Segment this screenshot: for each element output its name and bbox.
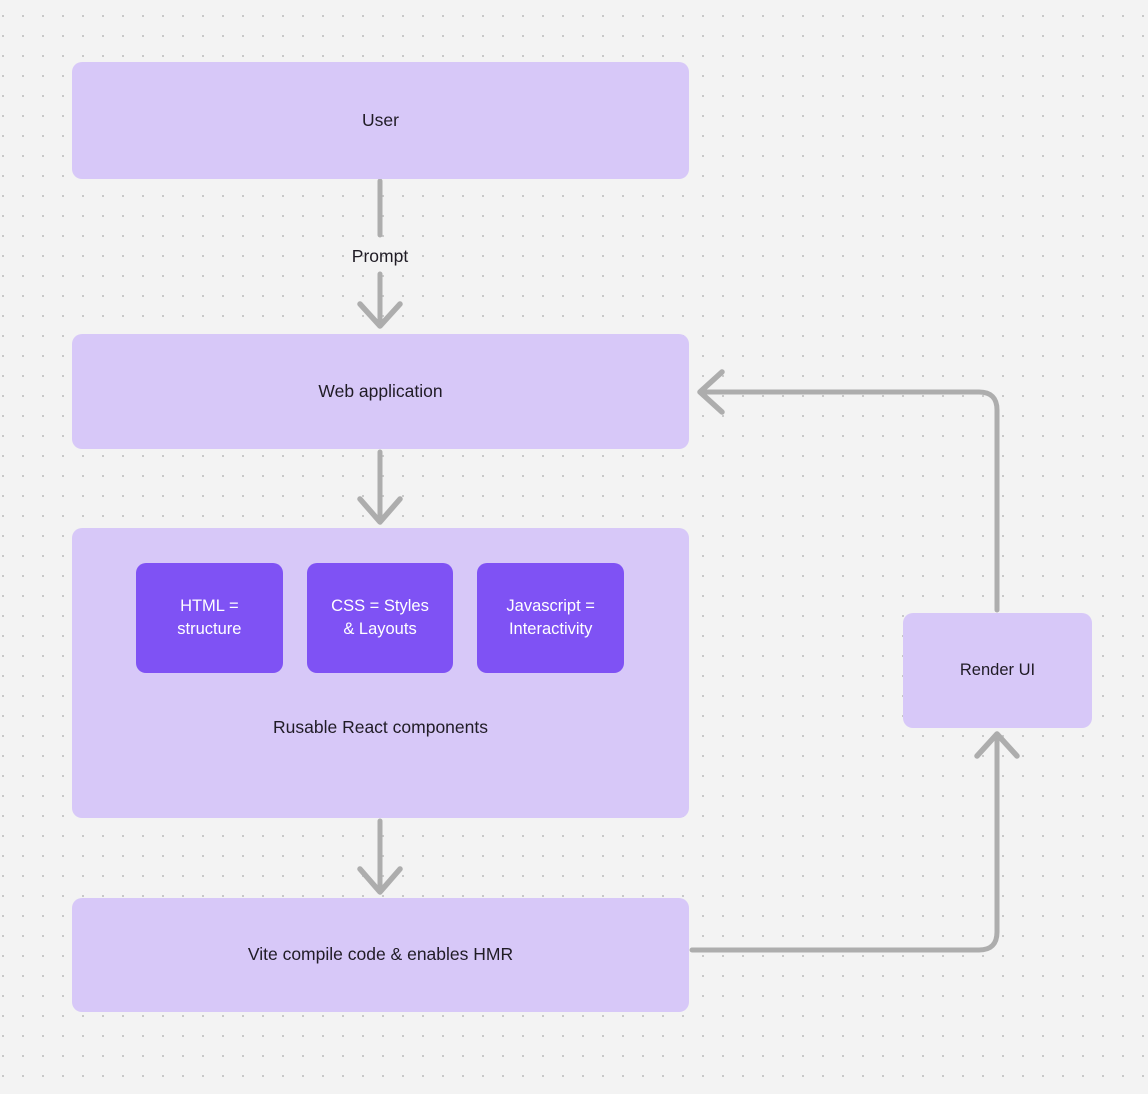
- node-user[interactable]: User: [72, 62, 689, 179]
- edge-label-prompt: Prompt: [351, 246, 409, 266]
- chip-css-label: CSS = Styles & Layouts: [331, 596, 429, 638]
- node-stack-group-caption: Rusable React components: [273, 717, 488, 737]
- node-render-ui[interactable]: Render UI: [903, 613, 1092, 728]
- node-user-label: User: [362, 109, 399, 130]
- edge-render-ui-to-webapp: [697, 369, 1000, 613]
- node-web-application-label: Web application: [318, 380, 443, 401]
- chip-javascript-label: Javascript = Interactivity: [506, 596, 595, 638]
- node-render-ui-label: Render UI: [959, 661, 1036, 680]
- chip-html-label: HTML = structure: [177, 596, 242, 638]
- chip-html[interactable]: HTML = structure: [136, 563, 283, 673]
- edge-group-to-vite: [357, 818, 403, 895]
- chip-javascript[interactable]: Javascript = Interactivity: [477, 563, 625, 673]
- node-stack-group[interactable]: HTML = structure CSS = Styles & Layouts …: [72, 528, 689, 818]
- node-web-application[interactable]: Web application: [72, 334, 689, 449]
- edge-vite-to-render-ui: [689, 731, 1020, 953]
- node-vite[interactable]: Vite compile code & enables HMR: [72, 898, 689, 1012]
- chip-row: HTML = structure CSS = Styles & Layouts …: [136, 563, 625, 673]
- node-vite-label: Vite compile code & enables HMR: [247, 944, 514, 965]
- chip-css[interactable]: CSS = Styles & Layouts: [306, 563, 454, 673]
- edge-webapp-to-group: [357, 449, 403, 525]
